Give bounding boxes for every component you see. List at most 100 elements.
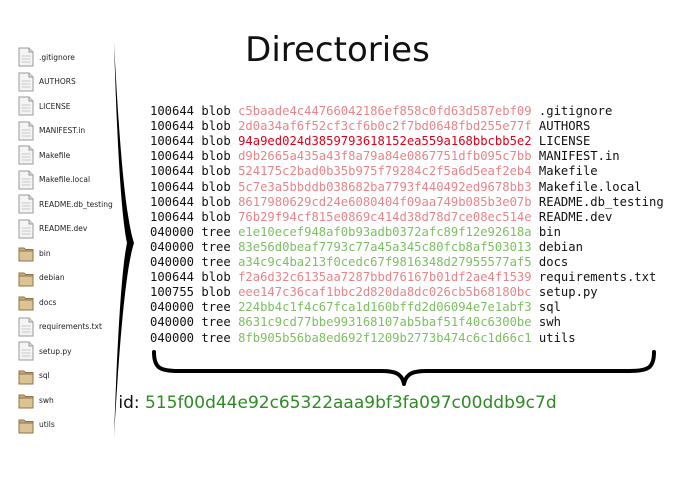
file-name: MANIFEST.in bbox=[39, 126, 86, 135]
entry-name: Makefile bbox=[538, 164, 598, 179]
entry-hash: 94a9ed024d3859793618152ea559a168bbcbb5e2 bbox=[238, 134, 532, 149]
folder-icon bbox=[18, 390, 34, 410]
entry-type: blob bbox=[201, 164, 231, 179]
entry-mode: 100644 bbox=[150, 104, 195, 118]
file-icon bbox=[18, 145, 34, 165]
entry-type: tree bbox=[201, 224, 231, 239]
file-list-item: swh bbox=[18, 389, 54, 411]
entry-name: Makefile.local bbox=[538, 179, 642, 194]
entry-mode: 040000 bbox=[150, 330, 195, 345]
tree-entry-row: 040000 tree e1e10ecef948af0b93adb0372afc… bbox=[150, 225, 561, 240]
file-list-item: AUTHORS bbox=[18, 71, 76, 93]
id-label: id: bbox=[118, 393, 140, 413]
file-name: Makefile.local bbox=[39, 175, 91, 184]
file-list-item: README.dev bbox=[18, 218, 87, 240]
entry-mode: 100644 bbox=[150, 194, 195, 209]
file-list-item: .gitignore bbox=[18, 46, 75, 68]
entry-type: blob bbox=[201, 149, 231, 164]
entry-hash: d9b2665a435a43f8a79a84e0867751dfb095c7bb bbox=[238, 149, 532, 164]
tree-entry-row: 100644 blob 8617980629cd24e6080404f09aa7… bbox=[150, 195, 664, 210]
file-name: requirements.txt bbox=[39, 322, 102, 331]
entry-name: bin bbox=[538, 224, 561, 239]
entry-type: blob bbox=[201, 179, 231, 194]
file-icon bbox=[18, 72, 34, 92]
entry-type: blob bbox=[201, 104, 231, 118]
file-list-item: sql bbox=[18, 365, 50, 387]
entry-name: setup.py bbox=[538, 285, 598, 300]
entry-mode: 100644 bbox=[150, 179, 195, 194]
entry-type: tree bbox=[201, 315, 231, 330]
entry-mode: 100755 bbox=[150, 285, 195, 300]
title-text: Directories bbox=[245, 30, 430, 70]
entry-mode: 100644 bbox=[150, 119, 195, 134]
tree-entry-row: 100644 blob 2d0a34af6f52cf3cf6b0c2f7bd06… bbox=[150, 119, 590, 134]
entry-mode: 040000 bbox=[150, 224, 195, 239]
entry-name: utils bbox=[538, 330, 576, 345]
file-name: bin bbox=[39, 248, 51, 258]
tree-entry-row: 100644 blob 76b29f94cf815e0869c414d38d78… bbox=[150, 210, 612, 225]
entry-mode: 100644 bbox=[150, 149, 195, 164]
file-name: docs bbox=[39, 297, 57, 307]
file-name: .gitignore bbox=[39, 52, 75, 62]
file-name: setup.py bbox=[39, 346, 72, 356]
entry-hash: 83e56d0beaf7793c77a45a345c80fcb8af503013 bbox=[238, 239, 532, 254]
entry-name: README.db_testing bbox=[538, 194, 664, 209]
file-name: debian bbox=[39, 273, 65, 282]
file-list-item: debian bbox=[18, 267, 65, 289]
file-list-item: requirements.txt bbox=[18, 316, 102, 338]
tree-id: id: 515f00d44e92c65322aaa9bf3fa097c00ddb… bbox=[0, 393, 675, 413]
file-icon bbox=[18, 121, 34, 141]
entry-name: docs bbox=[538, 255, 569, 269]
entry-hash: 524175c2bad0b35b975f79284c2f5a6d5eaf2eb4 bbox=[238, 164, 532, 179]
entry-name: README.dev bbox=[538, 209, 613, 224]
entry-hash: c5baade4c44766042186ef858c0fd63d587ebf09 bbox=[238, 104, 532, 118]
entry-type: blob bbox=[201, 285, 231, 300]
file-icon bbox=[18, 47, 34, 67]
entry-mode: 040000 bbox=[150, 315, 195, 330]
file-name: utils bbox=[39, 420, 55, 429]
entry-mode: 100644 bbox=[150, 270, 195, 285]
diagram-title: Directories bbox=[0, 30, 675, 70]
entry-type: tree bbox=[201, 255, 231, 269]
entry-hash: 8631c9cd77bbe993168107ab5baf51f40c6300be bbox=[238, 315, 532, 330]
file-name: LICENSE bbox=[39, 101, 71, 111]
file-icon bbox=[18, 219, 34, 239]
tree-entry-row: 100755 blob eee147c36caf1bbc2d820da8dc02… bbox=[150, 285, 598, 300]
file-list-item: setup.py bbox=[18, 340, 72, 362]
file-name: README.dev bbox=[39, 224, 88, 233]
file-icon bbox=[18, 96, 34, 116]
id-value: 515f00d44e92c65322aaa9bf3fa097c00ddb9c7d bbox=[145, 393, 557, 413]
entry-type: tree bbox=[201, 239, 231, 254]
entry-hash: f2a6d32c6135aa7287bbd76167b01df2ae4f1539 bbox=[238, 270, 532, 285]
file-list-item: utils bbox=[18, 414, 55, 436]
file-icon bbox=[18, 170, 34, 190]
entry-type: tree bbox=[201, 300, 231, 315]
entry-mode: 040000 bbox=[150, 255, 195, 269]
folder-icon bbox=[18, 292, 34, 312]
entry-name: .gitignore bbox=[538, 104, 613, 118]
entry-hash: 8fb905b56ba8ed692f1209b2773b474c6c1d66c1 bbox=[238, 330, 532, 345]
entry-name: requirements.txt bbox=[538, 270, 657, 285]
tree-entry-row: 040000 tree 83e56d0beaf7793c77a45a345c80… bbox=[150, 240, 583, 255]
tree-entry-row: 100644 blob d9b2665a435a43f8a79a84e08677… bbox=[150, 149, 620, 164]
tree-entry-row: 100644 blob c5baade4c44766042186ef858c0f… bbox=[150, 104, 612, 119]
entry-hash: 8617980629cd24e6080404f09aa749b085b3e07b bbox=[238, 194, 532, 209]
entry-mode: 100644 bbox=[150, 164, 195, 179]
file-list-item: Makefile bbox=[18, 144, 70, 166]
separator-arrow bbox=[114, 42, 134, 437]
entry-name: swh bbox=[538, 315, 561, 330]
file-list-item: README.db_testing bbox=[18, 193, 113, 215]
entry-name: LICENSE bbox=[538, 134, 591, 149]
entry-hash: 5c7e3a5bbddb038682ba7793f440492ed9678bb3 bbox=[238, 179, 532, 194]
tree-entry-row: 100644 blob 524175c2bad0b35b975f79284c2f… bbox=[150, 164, 598, 179]
entry-name: AUTHORS bbox=[538, 119, 591, 134]
file-name: AUTHORS bbox=[39, 77, 76, 86]
entry-name: sql bbox=[538, 300, 561, 315]
entry-name: MANIFEST.in bbox=[538, 149, 620, 164]
entry-type: blob bbox=[201, 270, 231, 285]
entry-hash: a34c9c4ba213f0cedc67f9816348d27955577af5 bbox=[238, 255, 532, 269]
entry-type: blob bbox=[201, 194, 231, 209]
file-name: sql bbox=[39, 371, 50, 380]
file-name: README.db_testing bbox=[39, 199, 113, 209]
